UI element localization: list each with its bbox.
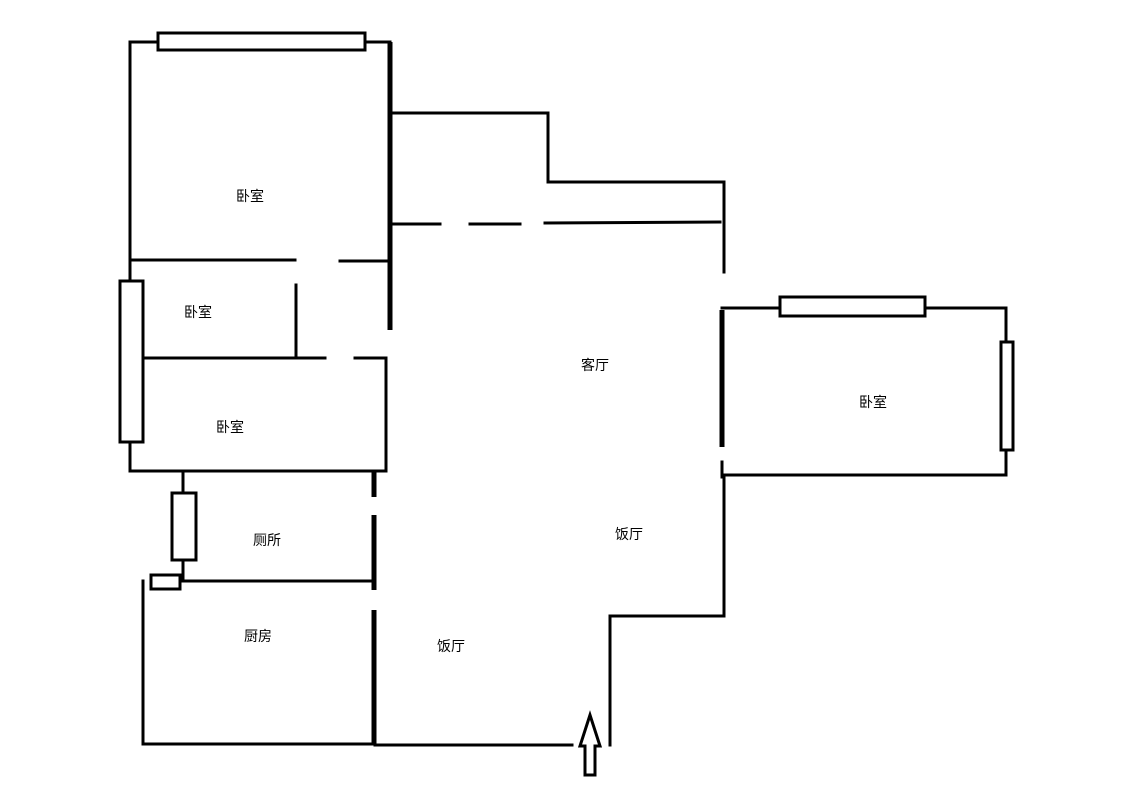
label-dining-right: 饭厅 [615, 527, 643, 543]
dashed-divider-top [388, 220, 722, 226]
label-toilet: 厕所 [253, 533, 281, 549]
label-living-room: 客厅 [581, 357, 609, 374]
label-bedroom-middle: 卧室 [184, 304, 212, 321]
window-right-side [999, 340, 1015, 452]
label-bedroom-top-left: 卧室 [236, 188, 264, 205]
window-kitchen [149, 573, 182, 591]
entrance-arrow-icon [577, 710, 603, 777]
label-dining-bottom: 饭厅 [437, 639, 465, 655]
room-labels: 卧室 卧室 卧室 卧室 客厅 饭厅 饭厅 厕所 厨房 [184, 188, 887, 655]
label-bedroom-lower: 卧室 [216, 419, 244, 436]
window-left [118, 279, 145, 444]
walls [128, 40, 1008, 747]
wall-left-outer [128, 40, 388, 473]
windows [118, 31, 1015, 591]
window-top [156, 31, 367, 52]
window-toilet [170, 491, 198, 562]
label-kitchen: 厨房 [244, 629, 272, 645]
wall-right-bedroom [720, 306, 1008, 477]
wall-dining-right [608, 473, 726, 747]
window-right-top [778, 295, 927, 318]
wall-kitchen [141, 579, 377, 746]
label-bedroom-right: 卧室 [859, 394, 887, 411]
wall-protrusion [388, 111, 726, 227]
